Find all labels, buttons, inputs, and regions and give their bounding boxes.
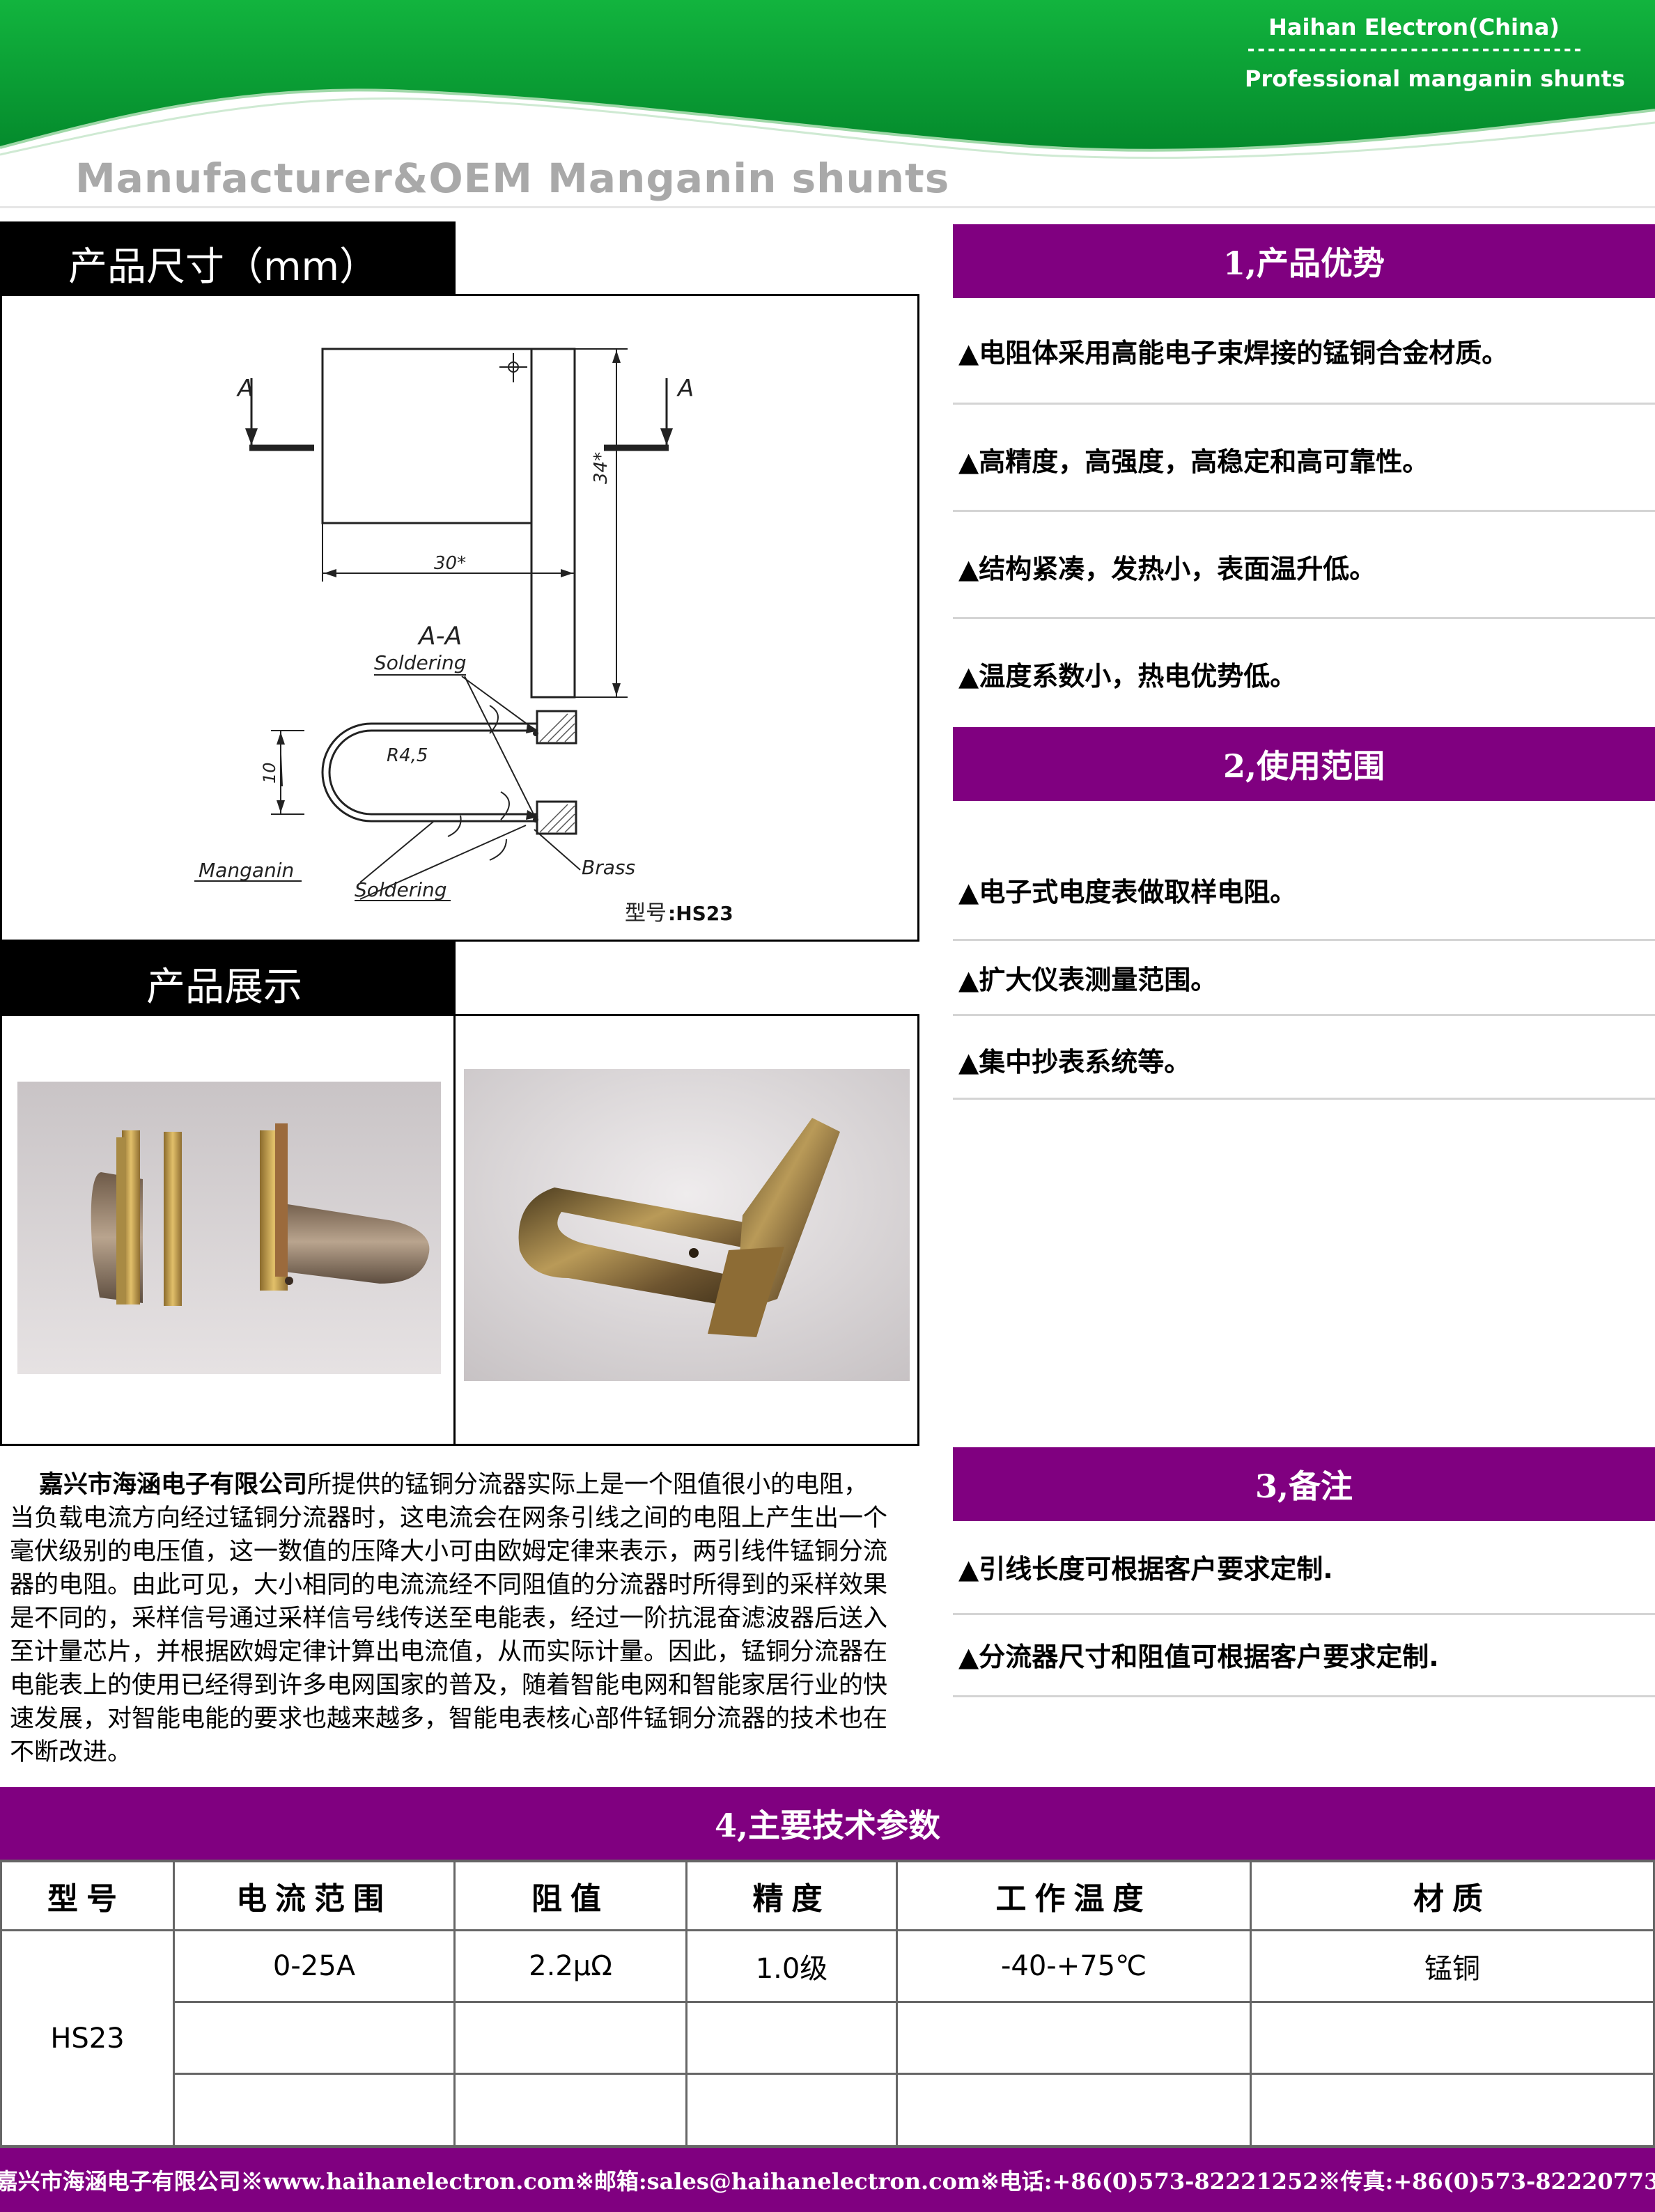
- table-cell: 锰铜: [1424, 1953, 1480, 1985]
- model-value: :HS23: [668, 902, 733, 925]
- col-header-accuracy: 精度: [752, 1881, 831, 1917]
- intro-line: 至计量芯片，并根据欧姆定律计算出电流值，从而实际计量。因此，锰铜分流器在: [10, 1638, 888, 1666]
- radius-label: R4,5: [387, 745, 428, 766]
- header-tagline: Professional manganin shunts: [1245, 65, 1625, 92]
- header-divider: ---------------------------------: [1245, 39, 1583, 60]
- table-cell: -40-+75℃: [1000, 1950, 1147, 1982]
- intro-line: 速发展，对智能电能的要求也越来越多，智能电表核心部件锰铜分流器的技术也在: [10, 1705, 888, 1733]
- header-divider-line: [0, 206, 1655, 208]
- dim-gap-label: 10: [260, 762, 279, 784]
- intro-line: 当负载电流方向经过锰铜分流器时，这电流会在网条引线之间的电阻上产生出一个: [10, 1504, 888, 1532]
- dim-height-label: 34*: [591, 452, 612, 484]
- advantages-header: 1,产品优势: [953, 224, 1655, 298]
- model-cell: HS23: [50, 2022, 125, 2055]
- photo-box-2: [453, 1014, 919, 1446]
- col-header-temperature: 工作温度: [995, 1881, 1152, 1917]
- note-item: ▲引线长度可根据客户要求定制.: [958, 1554, 1333, 1584]
- divider: [953, 939, 1655, 941]
- company-intro: 嘉兴市海涵电子有限公司所提供的锰铜分流器实际上是一个阻值很小的电阻， 当负载电流…: [10, 1468, 949, 1769]
- divider: [953, 1613, 1655, 1615]
- photo-box-1: [0, 1014, 456, 1446]
- dimensions-tab-label: 产品尺寸（mm）: [68, 244, 379, 290]
- section-label-left: A: [236, 375, 254, 403]
- contact-footer: 嘉兴市海涵电子有限公司※www.haihanelectron.com※邮箱:sa…: [0, 2148, 1655, 2212]
- divider: [953, 1098, 1655, 1100]
- intro-line: 是不同的，采样信号通过采样信号线传送至电能表，经过一阶抗混奋滤波器后送入: [10, 1605, 888, 1633]
- header-banner: [0, 0, 1655, 159]
- col-header-resistance: 阻值: [531, 1881, 609, 1917]
- dimensions-tab: 产品尺寸（mm）: [0, 221, 456, 294]
- brass-label: Brass: [582, 856, 635, 879]
- usage-header: 2,使用范围: [953, 727, 1655, 801]
- showcase-tab-label: 产品展示: [146, 965, 302, 1010]
- page-title: Manufacturer&OEM Manganin shunts: [75, 155, 950, 202]
- divider: [953, 403, 1655, 405]
- soldering-bottom-label: Soldering: [355, 878, 447, 901]
- intro-line: 毫伏级别的电压值，这一数值的压降大小可由欧姆定律来表示，两引线件锰铜分流: [10, 1538, 888, 1566]
- soldering-top-label: Soldering: [374, 651, 467, 674]
- divider: [953, 617, 1655, 619]
- divider: [953, 1695, 1655, 1697]
- note-item: ▲分流器尺寸和阻值可根据客户要求定制.: [958, 1642, 1439, 1672]
- product-photo-1: [17, 1082, 441, 1374]
- col-header-current: 电流范围: [236, 1881, 392, 1917]
- header-company: Haihan Electron(China): [1268, 14, 1560, 40]
- showcase-tab: 产品展示: [0, 942, 456, 1014]
- intro-line: 不断改进。: [10, 1738, 132, 1766]
- dimension-drawing-box: 30* 34* A A A-A Soldering: [0, 294, 919, 942]
- intro-line: 嘉兴市海涵电子有限公司所提供的锰铜分流器实际上是一个阻值很小的电阻，: [39, 1471, 869, 1499]
- divider: [953, 1014, 1655, 1016]
- manganin-label: Manganin: [199, 859, 294, 882]
- notes-header: 3,备注: [953, 1447, 1655, 1521]
- usage-item: ▲集中抄表系统等。: [958, 1047, 1191, 1077]
- table-cell: 2.2μΩ: [529, 1950, 612, 1982]
- intro-line: 电能表上的使用已经得到许多电网国家的普及，随着智能电网和智能家居行业的快: [10, 1672, 888, 1699]
- dimension-drawing: 30* 34* A A A-A Soldering: [194, 348, 733, 926]
- product-photo-2: [464, 1069, 910, 1381]
- intro-line: 器的电阻。由此可见，大小相同的电流流经不同阻值的分流器时所得到的采样效果: [10, 1571, 888, 1599]
- col-header-model: 型号: [47, 1881, 125, 1917]
- table-cell: 0-25A: [272, 1950, 356, 1982]
- section-label-right: A: [676, 375, 694, 403]
- col-header-material: 材质: [1413, 1881, 1491, 1917]
- intro-company: 嘉兴市海涵电子有限公司: [39, 1471, 308, 1499]
- specs-header: 4,主要技术参数: [0, 1787, 1655, 1860]
- model-prefix: 型号: [625, 901, 667, 926]
- advantage-item: ▲电阻体采用高能电子束焊接的锰铜合金材质。: [958, 338, 1509, 368]
- advantage-item: ▲温度系数小，热电优势低。: [958, 661, 1297, 692]
- section-title: A-A: [417, 622, 462, 651]
- dim-width-label: 30*: [434, 553, 466, 574]
- usage-item: ▲电子式电度表做取样电阻。: [958, 877, 1297, 908]
- usage-item: ▲扩大仪表测量范围。: [958, 965, 1218, 995]
- divider: [953, 510, 1655, 512]
- table-cell: 1.0级: [755, 1953, 828, 1985]
- advantage-item: ▲结构紧凑，发热小，表面温升低。: [958, 554, 1376, 584]
- advantage-item: ▲高精度，高强度，高稳定和高可靠性。: [958, 446, 1429, 477]
